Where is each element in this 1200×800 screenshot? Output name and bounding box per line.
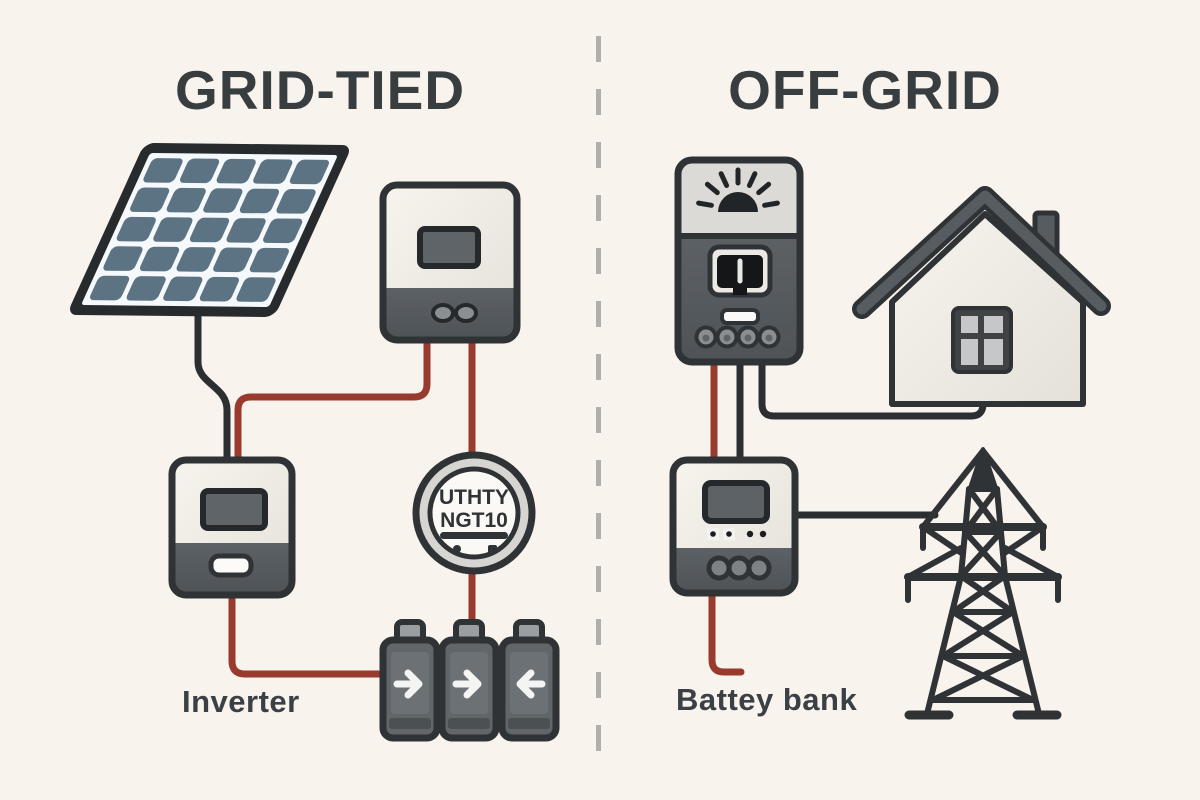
tower-crossarm-strut — [905, 545, 1061, 580]
wire-inverter-to-battery — [228, 590, 388, 678]
battery-icon — [379, 619, 441, 742]
solar-cell — [289, 159, 329, 185]
solar-cell — [239, 188, 280, 214]
inverter-button — [454, 303, 478, 323]
inverter-screen — [417, 226, 481, 269]
solar-cell — [139, 246, 180, 272]
battery-band — [448, 718, 490, 729]
battery-band — [508, 718, 550, 729]
inverter-button — [431, 303, 455, 323]
tower-rungs — [930, 609, 1036, 703]
meter-dot — [488, 545, 497, 553]
tower-slope-right — [980, 448, 1046, 530]
solar-cell — [263, 218, 303, 244]
utility-meter-icon: UTHTY NGT10 — [412, 451, 536, 575]
solar-cell — [176, 247, 216, 272]
solar-cell — [276, 189, 316, 214]
solar-cell — [126, 276, 166, 301]
solar-panel-cells — [90, 158, 329, 302]
battery-icon — [498, 619, 560, 742]
inverter-wall-box-icon — [379, 181, 521, 344]
solar-cell — [199, 276, 239, 302]
solar-cell — [226, 218, 266, 243]
solar-cell — [143, 158, 183, 183]
meter-text-line2: NGT10 — [440, 509, 508, 532]
solar-cell — [103, 246, 143, 271]
battery-band — [389, 718, 431, 729]
roof — [856, 190, 1107, 315]
transmission-tower-icon — [904, 447, 1062, 720]
tower-braces — [958, 486, 1008, 579]
arrow-left-icon — [516, 669, 546, 699]
inverter-screen — [702, 480, 770, 524]
inverter-screen — [200, 488, 268, 531]
tower-legs — [924, 573, 1042, 717]
solar-cell — [203, 188, 243, 213]
solar-cell — [116, 216, 156, 242]
solar-cell — [189, 217, 230, 243]
controller-outline — [674, 156, 804, 366]
solar-cell — [249, 247, 289, 273]
battery-icon — [438, 619, 500, 742]
solar-cell — [216, 158, 256, 184]
right-panel-title: OFF-GRID — [728, 59, 1002, 121]
tower-slope-left — [920, 448, 986, 530]
solar-cell — [166, 187, 206, 213]
left-panel-title: GRID-TIED — [174, 59, 466, 121]
inverter-box-outline — [379, 181, 521, 344]
inverter-wall-box-icon — [168, 456, 296, 599]
wire-controller-to-house — [758, 357, 987, 420]
controller-buttons — [694, 325, 781, 349]
window-icon — [951, 306, 1013, 374]
solar-cell — [163, 276, 203, 302]
controller-slot — [720, 308, 760, 325]
battery-bank — [379, 619, 560, 742]
wire-panel-to-inverter — [194, 305, 231, 463]
solar-cell — [130, 187, 170, 213]
inverter-wall-box-icon — [669, 456, 799, 597]
arrow-right-icon — [452, 669, 482, 699]
meter-text-line1: UTHTY — [439, 486, 509, 509]
inverter-label: Inverter — [182, 684, 300, 719]
charge-controller-icon — [674, 156, 804, 366]
sun-icon — [696, 167, 780, 212]
inverter-buttons — [706, 555, 772, 581]
solar-cell — [213, 247, 253, 273]
solar-cell — [180, 158, 220, 184]
tower-braces — [930, 573, 1036, 703]
solar-cell — [90, 275, 130, 301]
inverter-indicators — [707, 528, 767, 540]
inverter-slot — [208, 553, 254, 578]
meter-dot — [453, 545, 461, 553]
meter-bar — [440, 532, 508, 539]
solar-cell — [253, 159, 293, 184]
arrow-right-icon — [393, 669, 423, 699]
solar-panel-icon — [70, 142, 349, 317]
wire-inverter-to-battery-bank — [708, 588, 745, 676]
tower-crossarm-drop — [905, 574, 1061, 603]
wire-topbox-to-inverter — [234, 337, 431, 463]
inverter-box-outline — [669, 456, 799, 597]
battery-bank-label: Battey bank — [676, 682, 858, 717]
inverter-box-outline — [168, 456, 296, 599]
solar-cell — [236, 277, 276, 302]
house-icon — [852, 186, 1111, 407]
solar-cell — [153, 217, 193, 242]
wiring — [194, 305, 987, 678]
controller-display-tab — [733, 288, 747, 295]
